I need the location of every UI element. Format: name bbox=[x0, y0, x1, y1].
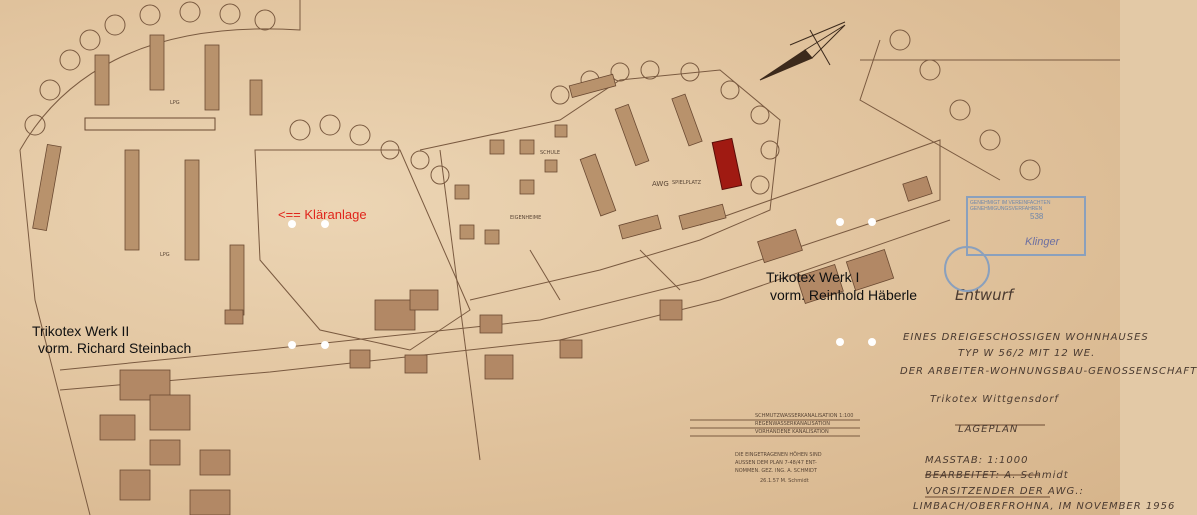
stamp-signature: Klinger bbox=[1025, 236, 1060, 248]
road-buildings bbox=[99, 175, 933, 515]
title-line2: TYP W 56/2 MIT 12 WE. bbox=[958, 348, 1096, 359]
lpg-barns bbox=[32, 34, 263, 316]
title-underlines bbox=[925, 424, 1050, 498]
lpg-long-shed bbox=[84, 117, 216, 131]
eigenheime-label: EIGENHEIME bbox=[510, 215, 542, 221]
punch-hole bbox=[868, 338, 876, 346]
tree-outlines bbox=[24, 1, 1041, 195]
punch-hole bbox=[836, 218, 844, 226]
werk1-label-line2: vorm. Reinhold Häberle bbox=[770, 287, 918, 303]
sewage-plant-buildings bbox=[349, 289, 439, 374]
title-line1: EINES DREIGESCHOSSIGEN WOHNHAUSES bbox=[903, 332, 1149, 343]
punch-hole bbox=[836, 338, 844, 346]
punch-hole bbox=[321, 341, 329, 349]
punch-hole bbox=[288, 341, 296, 349]
werk1-label-line1: Trikotex Werk I bbox=[766, 269, 860, 285]
awg-label: AWG bbox=[652, 180, 669, 188]
note-line: 26.1.57 M. Schmidt bbox=[760, 478, 809, 484]
werk2-label-line2: vorm. Richard Steinbach bbox=[38, 340, 192, 356]
legend-item: REGENWASSERKANALISATION bbox=[755, 421, 831, 427]
stamp-line: GENEHMIGT IM VEREINFACHTEN bbox=[970, 200, 1051, 206]
punch-hole bbox=[868, 218, 876, 226]
note-line: NOMMEN. GEZ. ING. A. SCHMIDT bbox=[735, 468, 817, 474]
title-line4: Trikotex Wittgensdorf bbox=[930, 394, 1059, 405]
title-line5: LAGEPLAN bbox=[958, 424, 1019, 435]
north-arrow bbox=[759, 21, 846, 81]
title-line3: DER ARBEITER-WOHNUNGSBAU-GENOSSENSCHAFT bbox=[900, 366, 1197, 377]
ort-datum-line: LIMBACH/OBERFROHNA, IM NOVEMBER 1956 bbox=[913, 501, 1176, 512]
massstab-line: MASSTAB: 1:1000 bbox=[925, 455, 1029, 466]
stamp-number: 538 bbox=[1030, 212, 1044, 221]
planned-building-highlight bbox=[711, 137, 743, 191]
site-plan-drawing bbox=[19, 0, 1120, 515]
legend-item: SCHMUTZWASSERKANALISATION 1:100 bbox=[755, 413, 854, 419]
approval-stamp: GENEHMIGT IM VEREINFACHTEN GENEHMIGUNGSV… bbox=[966, 196, 1086, 256]
punch-hole bbox=[288, 220, 296, 228]
bearbeitet-line: BEARBEITET: A. Schmidt bbox=[925, 470, 1069, 481]
awg-housing-blocks bbox=[454, 73, 727, 245]
lpg-label: LPG bbox=[170, 100, 180, 106]
werk2-label-line1: Trikotex Werk II bbox=[32, 323, 130, 339]
stamp-line: GENEHMIGUNGSVERFAHREN bbox=[970, 206, 1043, 212]
spielplatz-label: SPIELPLATZ bbox=[672, 180, 702, 186]
vorsitzender-line: VORSITZENDER DER AWG.: bbox=[925, 486, 1084, 497]
klaeranlage-annotation: <== Kläranlage bbox=[278, 207, 367, 222]
schule-label: SCHULE bbox=[540, 150, 561, 156]
punch-hole bbox=[321, 220, 329, 228]
legend-item: VORHANDENE KANALISATION bbox=[755, 429, 829, 435]
lpg-label: LPG bbox=[160, 252, 170, 258]
klaeranlage-area bbox=[254, 149, 471, 351]
note-line: AUSSEN DEM PLAN 7-48/47 ENT- bbox=[735, 460, 817, 466]
note-line: DIE EINGETRAGENEN HÖHEN SIND bbox=[735, 452, 822, 458]
round-seal bbox=[944, 246, 990, 292]
